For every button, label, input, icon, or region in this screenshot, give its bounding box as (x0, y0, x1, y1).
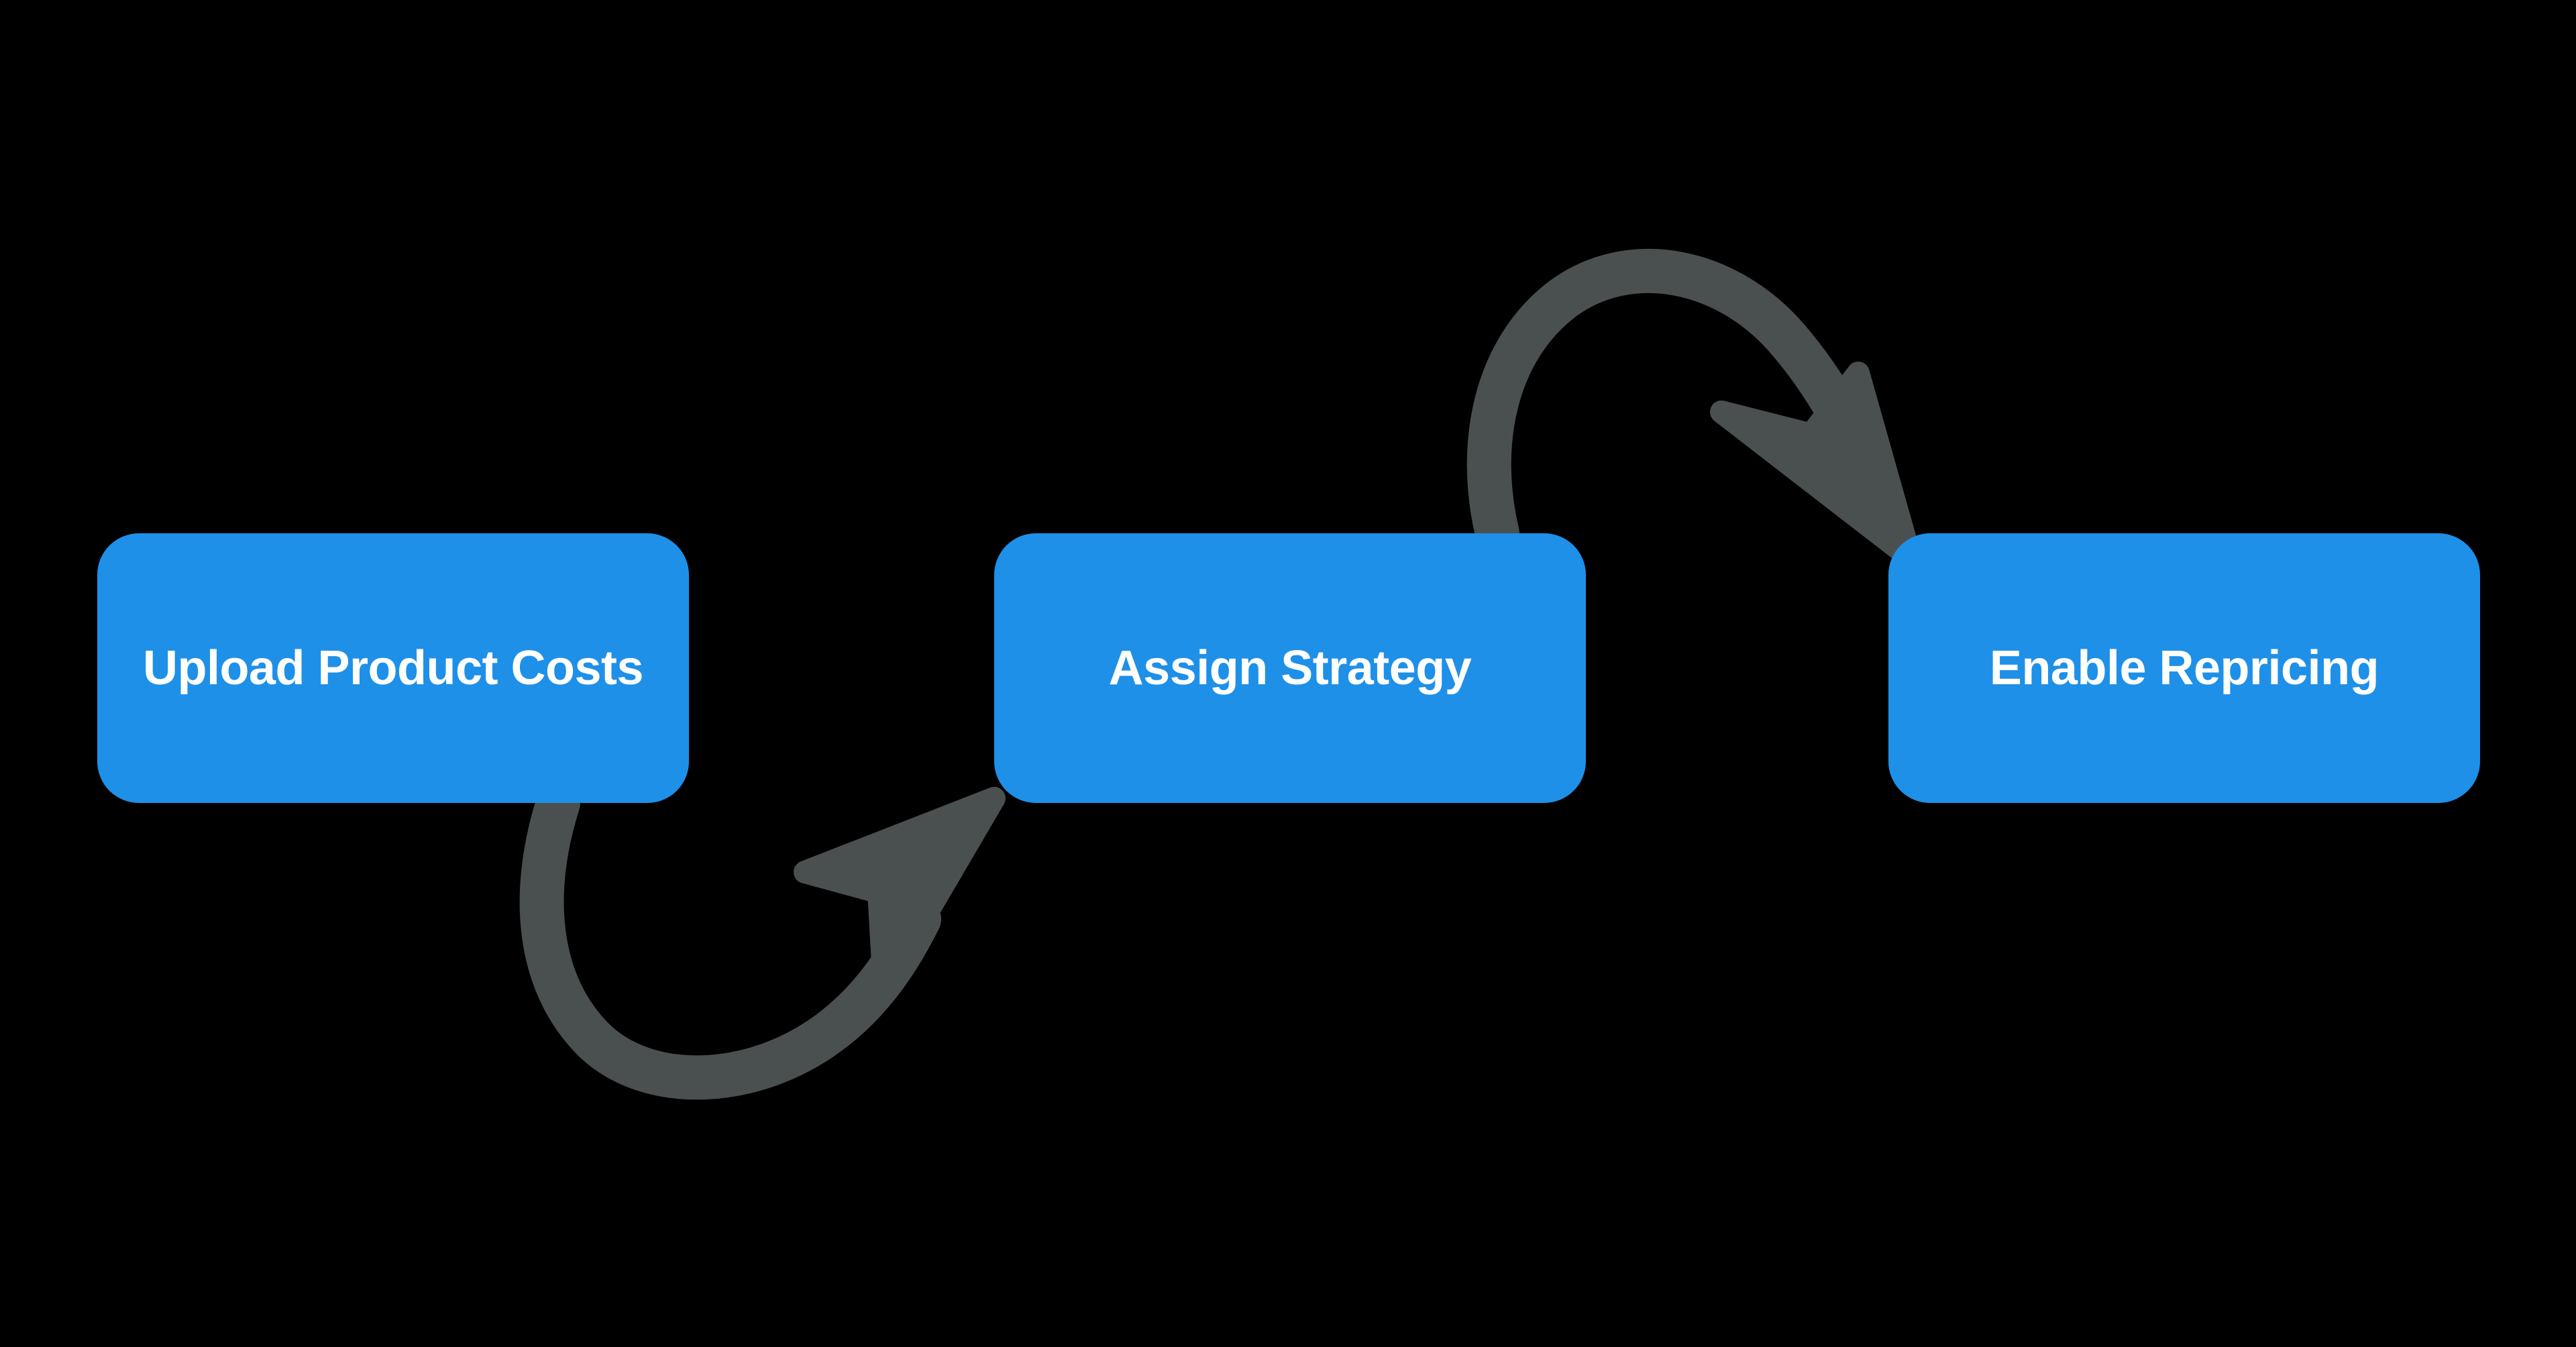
flow-node-assign-strategy[interactable]: Assign Strategy (994, 533, 1586, 803)
curved-arrow-icon-assign-to-enable (1466, 248, 1922, 570)
flow-node-label: Upload Product Costs (142, 641, 644, 695)
flow-node-enable-repricing[interactable]: Enable Repricing (1888, 533, 2480, 803)
flow-node-label: Enable Repricing (1989, 641, 2379, 695)
curved-arrow-icon-upload-to-assign (519, 781, 1006, 1100)
flow-node-upload-product-costs[interactable]: Upload Product Costs (97, 533, 689, 803)
flow-node-label: Assign Strategy (1108, 641, 1472, 695)
